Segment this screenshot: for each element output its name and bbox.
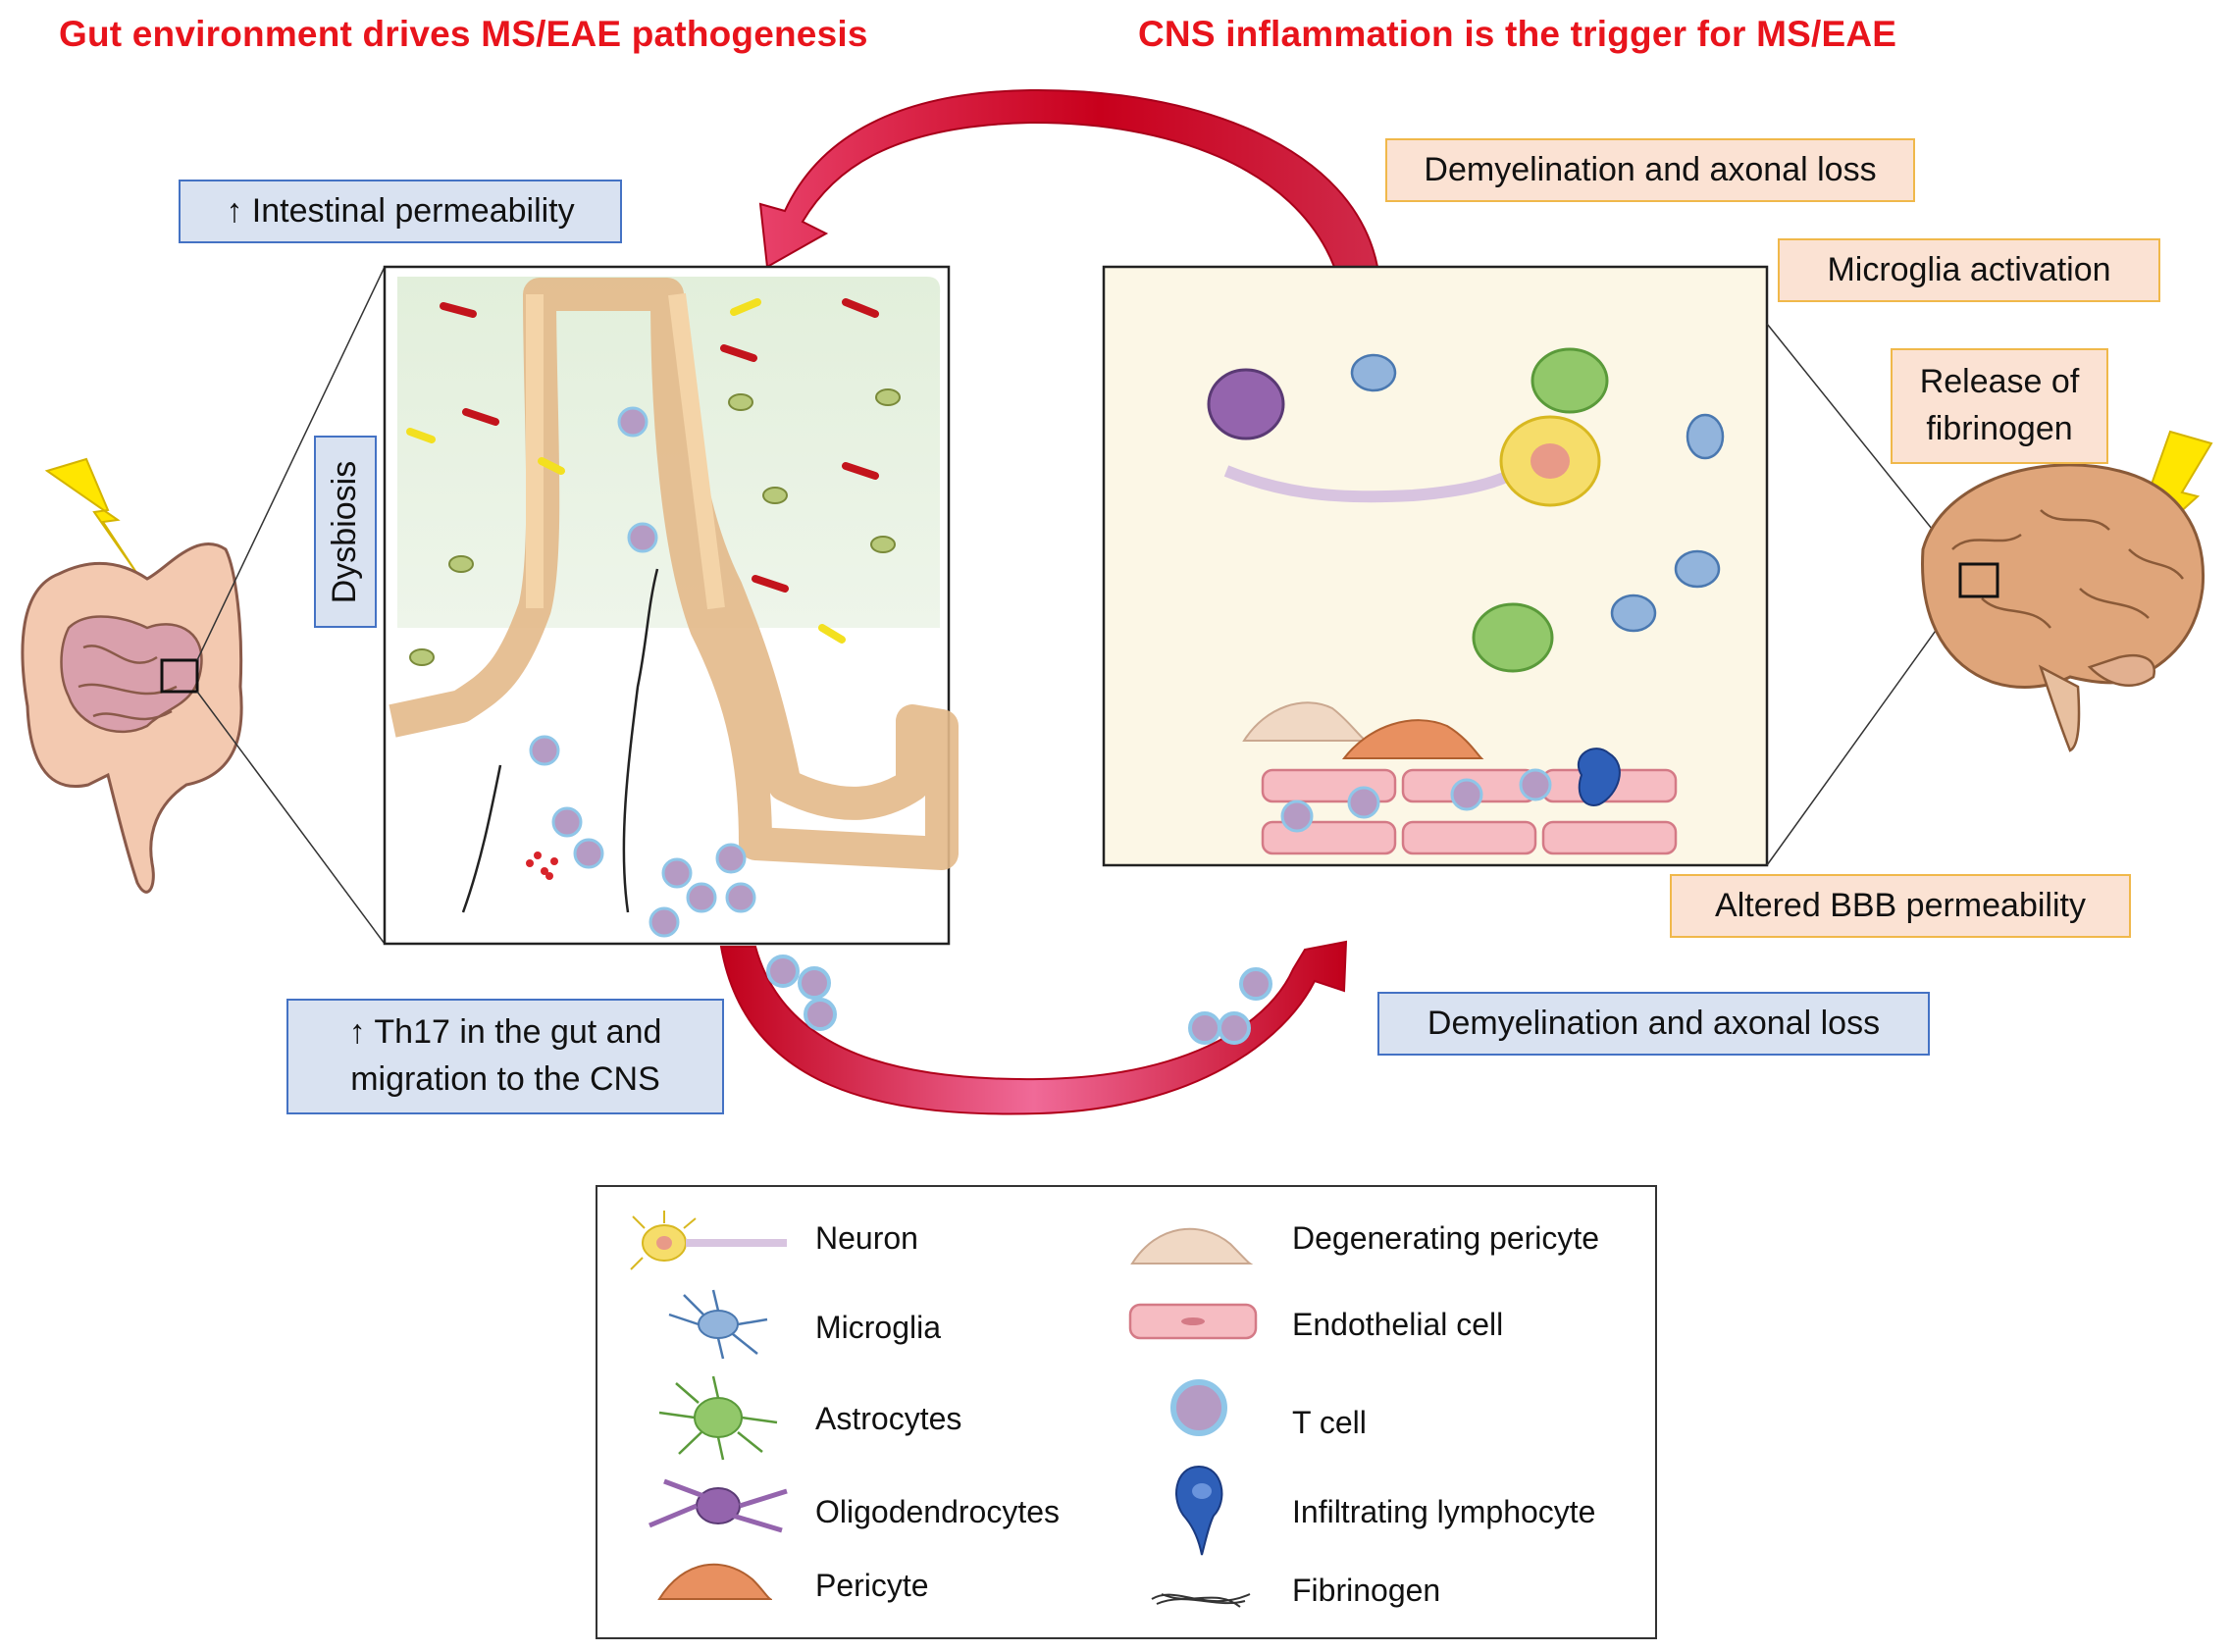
legend-neuron: Neuron xyxy=(815,1220,918,1256)
infiltrating-lymphocyte-icon xyxy=(1175,1465,1223,1556)
bottom-curved-arrow xyxy=(719,940,1348,1115)
demyelination-bottom-label: Demyelination and axonal loss xyxy=(1377,992,1930,1056)
intestinal-permeability-label: ↑ Intestinal permeability xyxy=(179,180,622,243)
dysbiosis-text: Dysbiosis xyxy=(326,460,364,603)
t-cell-icon xyxy=(1170,1379,1227,1436)
gut-panel xyxy=(383,265,959,946)
altered-bbb-label: Altered BBB permeability xyxy=(1670,874,2131,938)
fibrinogen-label: Release of fibrinogen xyxy=(1891,348,2108,464)
left-heading: Gut environment drives MS/EAE pathogenes… xyxy=(59,14,868,54)
dysbiosis-label: Dysbiosis xyxy=(314,436,377,628)
neuron-icon xyxy=(630,1211,787,1270)
th17-line2: migration to the CNS xyxy=(350,1060,660,1098)
top-curved-arrow xyxy=(758,88,1379,269)
legend-degenerating-pericyte: Degenerating pericyte xyxy=(1292,1220,1600,1256)
legend: Neuron Microglia Astrocytes Oligodendroc… xyxy=(596,1185,1657,1639)
th17-label: ↑ Th17 in the gut and migration to the C… xyxy=(286,999,724,1114)
microglia-icon xyxy=(668,1289,768,1360)
cns-panel xyxy=(1102,265,1769,867)
legend-infiltrating-lymphocyte: Infiltrating lymphocyte xyxy=(1292,1494,1596,1529)
legend-astrocytes: Astrocytes xyxy=(815,1401,962,1436)
green-bacteria xyxy=(409,388,901,666)
pericyte-icon xyxy=(657,1563,772,1600)
brain-organ xyxy=(1921,463,2205,752)
oligodendrocyte-icon xyxy=(649,1478,788,1533)
legend-pericyte: Pericyte xyxy=(815,1568,929,1603)
bacteria xyxy=(406,298,879,644)
lightning-left xyxy=(44,457,138,575)
astrocyte-icon xyxy=(658,1375,778,1461)
fibrinogen-line1: Release of xyxy=(1919,363,2080,401)
fibrinogen-icon xyxy=(1151,1593,1251,1608)
legend-microglia: Microglia xyxy=(815,1310,942,1345)
migrating-t-cells xyxy=(766,955,1272,1045)
fibrinogen-line2: fibrinogen xyxy=(1926,410,2073,447)
legend-oligodendrocytes: Oligodendrocytes xyxy=(815,1494,1061,1529)
endothelial-cell-icon xyxy=(1128,1303,1258,1340)
legend-fibrinogen: Fibrinogen xyxy=(1292,1573,1441,1608)
th17-line1: ↑ Th17 in the gut and xyxy=(348,1013,662,1052)
right-heading: CNS inflammation is the trigger for MS/E… xyxy=(1138,14,1897,54)
gut-t-cells xyxy=(529,406,756,938)
intestine-organ xyxy=(21,542,243,894)
microglia-activation-label: Microglia activation xyxy=(1778,238,2160,302)
legend-t-cell: T cell xyxy=(1292,1405,1367,1440)
legend-endothelial-cell: Endothelial cell xyxy=(1292,1307,1504,1342)
demyelination-top-label: Demyelination and axonal loss xyxy=(1385,138,1915,202)
degenerating-pericyte-icon xyxy=(1130,1227,1254,1265)
